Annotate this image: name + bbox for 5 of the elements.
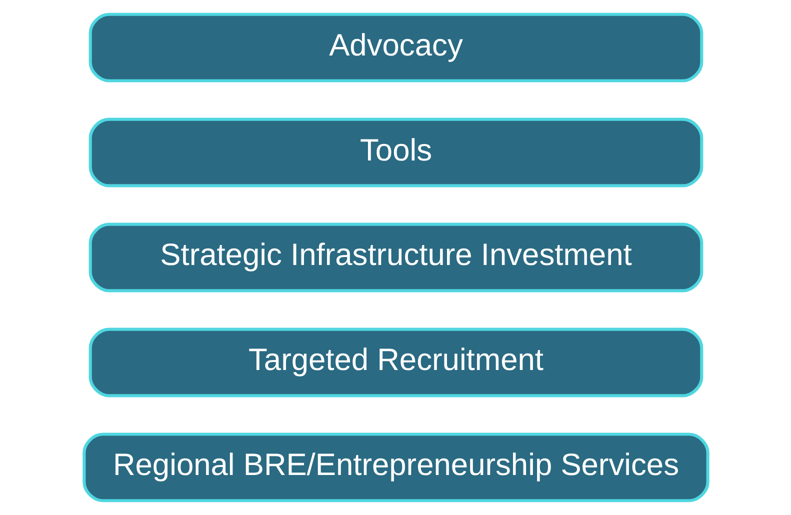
node-box: Strategic Infrastructure Investment	[88, 222, 703, 292]
node-box: Tools	[88, 118, 703, 188]
node-box: Advocacy	[88, 12, 703, 82]
node-box: Regional BRE/Entrepreneurship Services	[82, 432, 709, 502]
node-box: Targeted Recruitment	[88, 328, 703, 398]
